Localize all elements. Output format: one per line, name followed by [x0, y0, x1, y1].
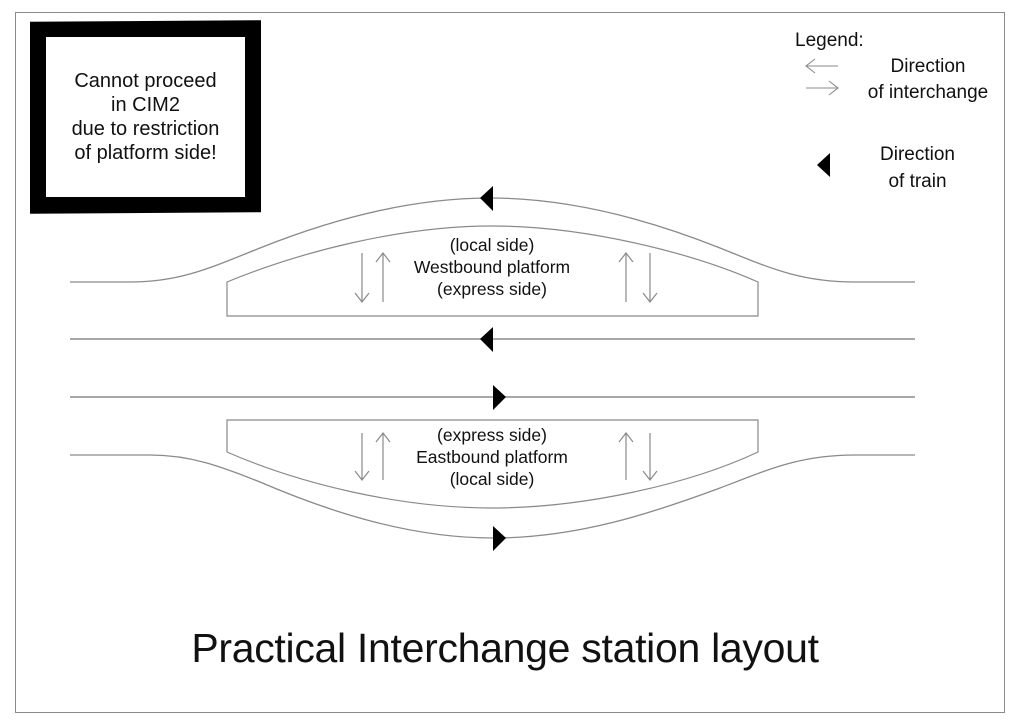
train-direction-west-icon	[480, 186, 493, 211]
platform-name: Westbound platform	[413, 257, 571, 277]
legend-text-line: Direction	[890, 56, 966, 77]
platform-name: Eastbound platform	[416, 447, 568, 467]
train-direction-east-icon	[493, 385, 506, 410]
interchange-arrows-westbound-right	[618, 252, 658, 303]
legend-title: Legend:	[795, 30, 864, 51]
eastbound-platform-label: (express side) Eastbound platform (local…	[362, 424, 622, 490]
legend-text-line: of train	[888, 171, 947, 192]
warning-line: of platform side!	[74, 142, 217, 164]
train-direction-east-icon	[493, 526, 506, 551]
diagram-frame	[15, 12, 1005, 713]
eastbound-platform	[226, 419, 759, 509]
platform-side-label: (local side)	[449, 469, 535, 489]
legend-train-direction-icon	[817, 153, 830, 177]
diagram-title: Practical Interchange station layout	[191, 625, 819, 671]
warning-line: in CIM2	[111, 94, 180, 116]
platform-side-label: (local side)	[449, 235, 535, 255]
warning-line: due to restriction	[71, 118, 220, 140]
interchange-arrows-westbound-left	[354, 252, 391, 303]
warning-box: Cannot proceed in CIM2 due to restrictio…	[46, 37, 245, 197]
westbound-platform	[226, 225, 759, 317]
legend-interchange-label: Direction of interchange	[858, 54, 998, 106]
legend-text-line: of interchange	[867, 82, 989, 103]
platform-side-label: (express side)	[437, 279, 547, 299]
westbound-platform-label: (local side) Westbound platform (express…	[362, 234, 622, 300]
legend-train-label: Direction of train	[860, 141, 975, 195]
legend-interchange-arrows-icon	[805, 58, 839, 96]
warning-line: Cannot proceed	[74, 70, 217, 92]
legend-text-line: Direction	[880, 144, 955, 165]
train-direction-west-icon	[480, 327, 493, 352]
interchange-arrows-eastbound-left	[354, 432, 391, 481]
interchange-arrows-eastbound-right	[618, 432, 658, 481]
platform-side-label: (express side)	[437, 425, 547, 445]
